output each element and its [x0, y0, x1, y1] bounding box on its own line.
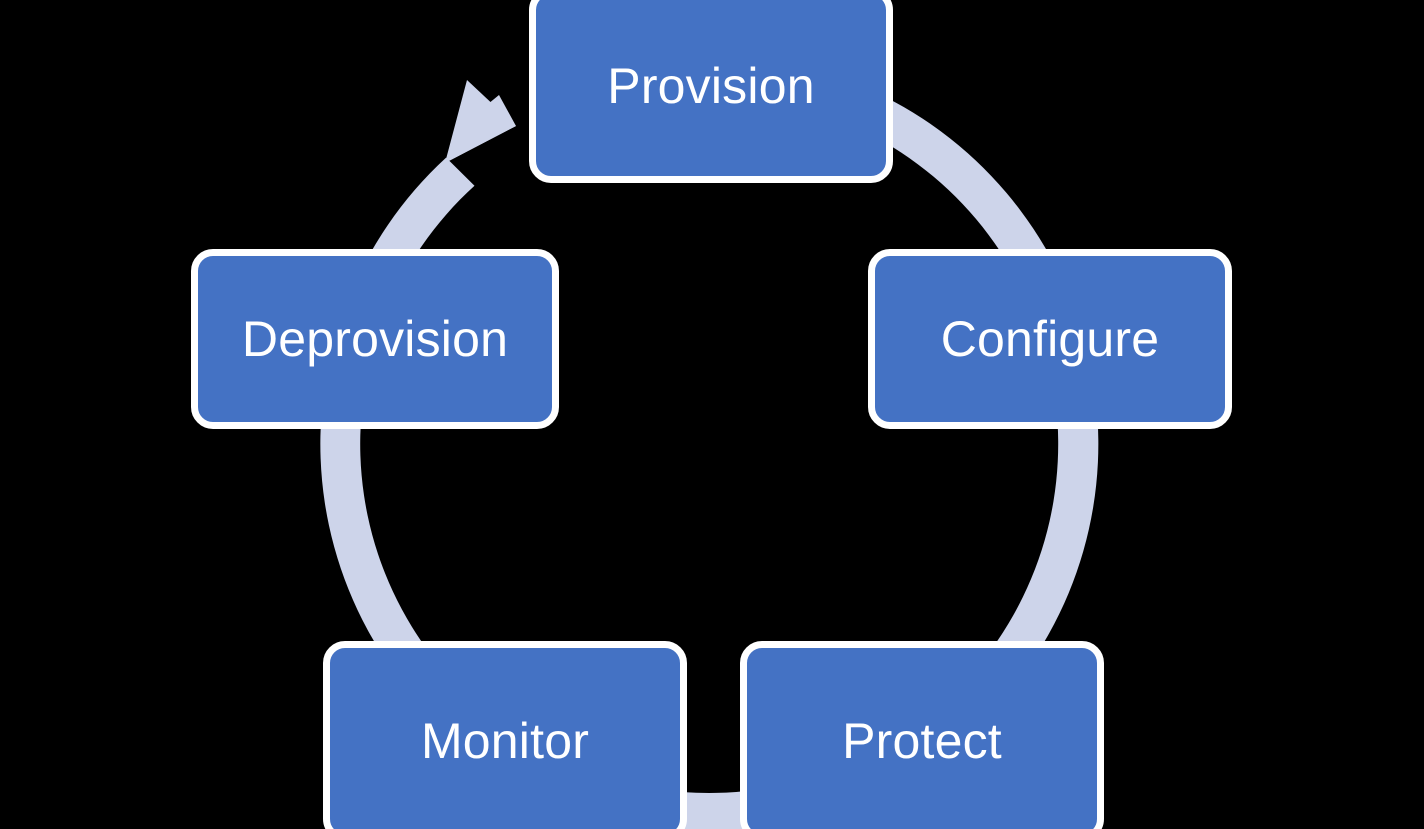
node-configure-label: Configure [940, 311, 1160, 367]
node-configure[interactable]: Configure [868, 249, 1232, 429]
node-protect[interactable]: Protect [740, 641, 1104, 829]
node-deprovision[interactable]: Deprovision [191, 249, 559, 429]
node-monitor-label: Monitor [420, 713, 590, 769]
node-provision[interactable]: Provision [529, 0, 893, 183]
cycle-arrow-band [320, 55, 1099, 829]
node-deprovision-label: Deprovision [241, 311, 509, 367]
node-monitor[interactable]: Monitor [323, 641, 687, 829]
node-protect-label: Protect [842, 713, 1002, 769]
node-provision-label: Provision [607, 57, 815, 114]
